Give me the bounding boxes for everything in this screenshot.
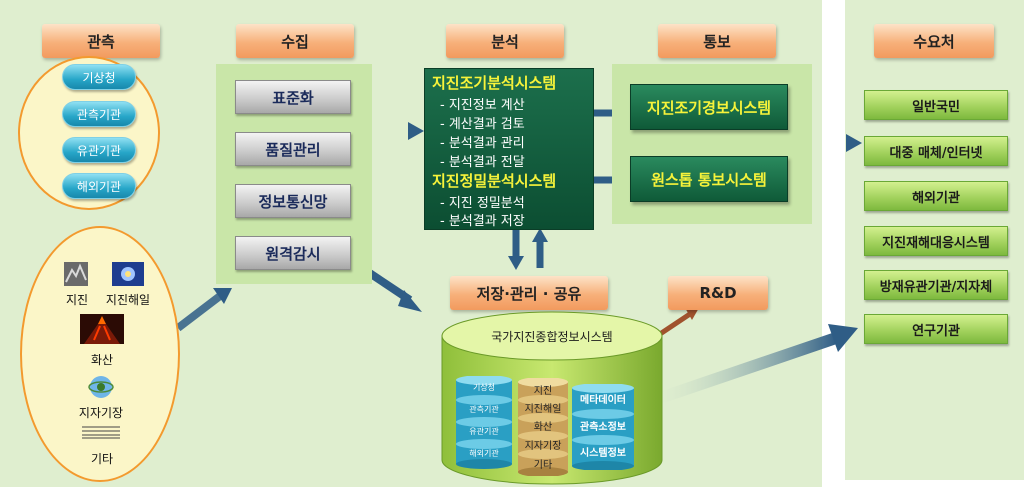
source-pill: 기상청: [62, 64, 136, 90]
consumer-item: 해외기관: [864, 181, 1008, 211]
data-cylinder-stack: [518, 378, 568, 476]
collection-item: 정보통신망: [235, 184, 351, 218]
source-pill: 유관기관: [62, 137, 136, 163]
collection-item: 원격감시: [235, 236, 351, 270]
analysis-line: - 분석결과 전달: [440, 155, 525, 170]
analysis-box: [424, 68, 594, 230]
db-data-label: 화산: [533, 422, 553, 433]
header-observation: 관측: [42, 24, 160, 58]
consumer-item: 지진재해대응시스템: [864, 226, 1008, 256]
collection-item: 품질관리: [235, 132, 351, 166]
early-warning-system: 지진조기경보시스템: [630, 84, 788, 130]
volcano-image: [80, 314, 124, 344]
phenomena-oval: [20, 226, 180, 482]
precise-analysis-title: 지진정밀분석시스템: [432, 172, 557, 190]
consumer-item: 방재유관기관/지자체: [864, 270, 1008, 300]
analysis-line: - 지진정보 계산: [440, 98, 525, 113]
onestop-notification-system: 원스톱 통보시스템: [630, 156, 788, 202]
geomagnetic-image: [88, 374, 114, 400]
analysis-line: - 분석결과 저장: [440, 214, 525, 229]
arrow-db-to-consumers: [658, 332, 838, 404]
collection-item: 표준화: [235, 80, 351, 114]
header-collection: 수집: [236, 24, 354, 58]
analysis-line: - 계산결과 검토: [440, 117, 525, 132]
arrowhead: [408, 122, 424, 140]
phenomenon-label: 지진: [65, 293, 89, 307]
db-source-label: 유관기관: [469, 427, 499, 436]
other-lines-icon: [82, 424, 120, 439]
arrowhead: [846, 134, 862, 152]
consumer-item: 연구기관: [864, 314, 1008, 344]
db-info-label: 메타데이터: [580, 395, 626, 406]
arrowhead: [213, 288, 232, 304]
phenomenon-label: 기타: [90, 452, 114, 466]
header-notification: 통보: [658, 24, 776, 58]
header-analysis: 분석: [446, 24, 564, 58]
header-storage: 저장·관리 · 공유: [450, 276, 608, 310]
earthquake-image: [64, 262, 88, 286]
db-data-label: 지자기장: [524, 441, 562, 452]
early-analysis-title: 지진조기분석시스템: [432, 74, 557, 92]
source-pill: 해외기관: [62, 173, 136, 199]
db-title: 국가지진종합정보시스템: [491, 330, 613, 344]
db-source-label: 관측기관: [469, 405, 499, 414]
arrow-phen-to-collection: [175, 292, 223, 332]
consumer-item: 대중 매체/인터넷: [864, 136, 1008, 166]
db-info-label: 시스템정보: [580, 448, 626, 459]
arrowhead: [532, 228, 548, 242]
phenomenon-label: 지자기장: [78, 406, 124, 420]
db-source-label: 기상청: [472, 383, 496, 392]
header-consumers: 수요처: [874, 24, 994, 58]
arrowhead: [398, 290, 422, 312]
consumer-item: 일반국민: [864, 90, 1008, 120]
db-data-label: 기타: [533, 460, 553, 471]
arrowhead: [828, 324, 858, 352]
source-pill: 관측기관: [62, 101, 136, 127]
header-rnd: R&D: [668, 276, 768, 310]
source-cylinder-stack: [456, 376, 512, 469]
phenomenon-label: 지진해일: [105, 293, 151, 307]
db-info-label: 관측소정보: [580, 422, 626, 433]
db-data-label: 지진: [533, 386, 553, 397]
arrowhead: [508, 256, 524, 270]
phenomenon-label: 화산: [90, 353, 114, 367]
analysis-line: - 분석결과 관리: [440, 136, 525, 151]
tsunami-image: [112, 262, 144, 286]
db-source-label: 해외기관: [469, 449, 499, 458]
db-data-label: 지진해일: [524, 404, 562, 415]
info-cylinder-stack: [572, 384, 634, 470]
analysis-line: - 지진 정밀분석: [440, 196, 525, 211]
